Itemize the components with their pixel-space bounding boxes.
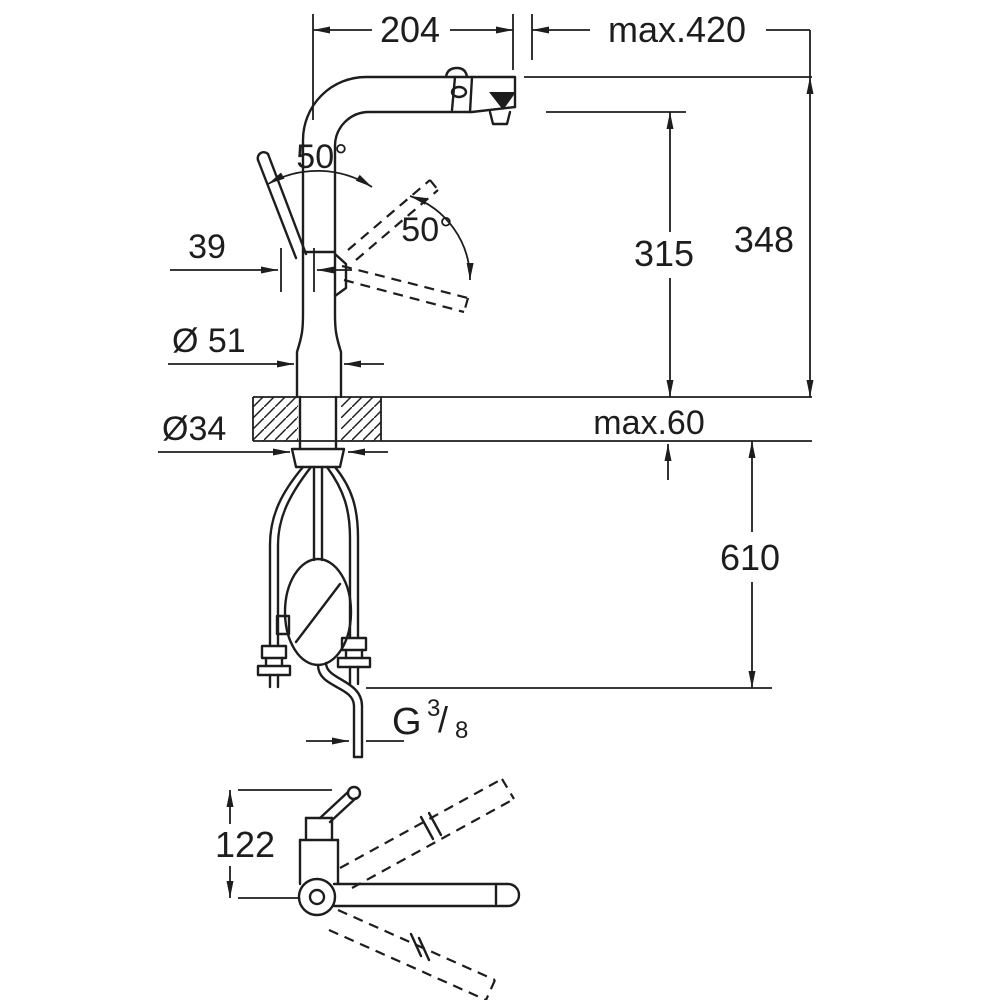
counter-section [252, 397, 382, 441]
dim-lever-offset-label: 39 [188, 228, 226, 266]
hose-weight [275, 557, 353, 667]
dimension-labels: 204 max.420 50° 50° 39 315 348 Ø 51 Ø34 … [162, 9, 794, 865]
dim-swivel-top-label: 50° [296, 138, 347, 176]
dim-side-height-label: 122 [215, 824, 275, 865]
docking-detail [489, 92, 516, 110]
dim-swivel-side-label: 50° [401, 211, 452, 249]
dim-height-underside-label: 315 [634, 233, 694, 274]
thread-g-label: G [392, 701, 422, 743]
swivel-angle-arcs [267, 170, 474, 281]
handle-lever-range-dashed [341, 179, 470, 314]
thread-denominator-label: 8 [455, 717, 468, 744]
dim-body-diameter-label: Ø 51 [172, 322, 246, 360]
bottom-side-view [297, 778, 521, 1000]
thread-slash-label: / [438, 699, 448, 740]
dim-pullout-max-label: max.420 [608, 9, 746, 50]
faucet-front-view [256, 66, 517, 399]
under-counter-assembly [256, 395, 372, 759]
dim-spout-reach-label: 204 [380, 9, 440, 50]
handle-lever [256, 151, 348, 298]
dim-hole-diameter-label: Ø34 [162, 410, 226, 448]
spray-head [444, 66, 516, 126]
dim-hose-length-label: 610 [720, 537, 780, 578]
dim-deck-thickness-label: max.60 [593, 404, 705, 442]
dimension-lines [158, 26, 814, 898]
thread-numerator-label: 3 [427, 695, 440, 722]
swivel-range-dashed [328, 778, 515, 1000]
dim-height-top-label: 348 [734, 219, 794, 260]
